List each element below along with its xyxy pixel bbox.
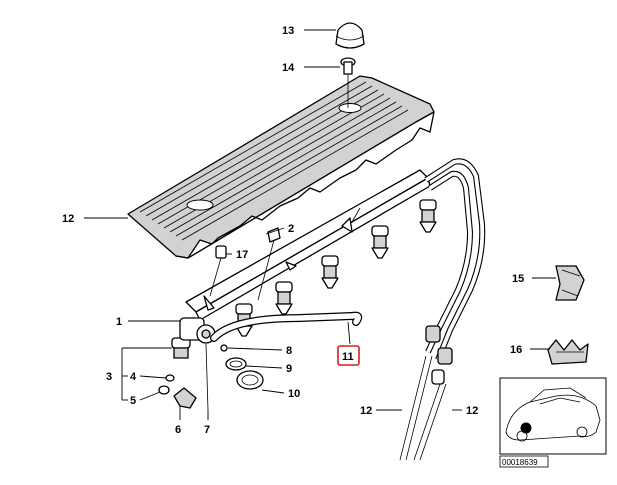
reference-number: 00018639 [502, 458, 538, 467]
fuel-lines [399, 158, 486, 461]
callout-4[interactable]: 4 [130, 371, 137, 383]
callout-17[interactable]: 16 [510, 344, 522, 356]
callout-11[interactable]: 11 [342, 351, 354, 363]
callout-15[interactable]: 14 [282, 62, 295, 74]
callout-3[interactable]: 3 [106, 371, 112, 383]
o-ring-lower [158, 385, 170, 395]
seal-ring-medium [225, 357, 247, 371]
engine-cover [127, 75, 435, 259]
callout-13[interactable]: 12 [62, 213, 74, 225]
callout-2[interactable]: 2 [288, 223, 294, 235]
callout-12-left[interactable]: 12 [360, 405, 372, 417]
hose-clip-17 [547, 339, 589, 365]
callout-labels: 13 14 12 2 17 1 3 4 5 6 7 8 9 10 11 12 1… [62, 25, 524, 436]
callout-10[interactable]: 10 [288, 388, 300, 400]
regulator-bracket [205, 343, 209, 411]
leader-lines [84, 29, 556, 420]
hose-clip-16 [555, 265, 585, 301]
callout-12-right[interactable]: 12 [466, 405, 478, 417]
seal-ring-large [236, 370, 264, 390]
vehicle-location-thumbnail: 00018639 [499, 377, 607, 468]
injector-clip [173, 387, 197, 409]
callout-11-highlight [337, 345, 360, 366]
mounting-bolt [257, 227, 281, 301]
o-ring-small [165, 374, 175, 382]
callout-7[interactable]: 7 [204, 424, 210, 436]
vacuum-hose [210, 311, 363, 342]
small-seal [220, 344, 228, 352]
callout-18[interactable]: 17 [236, 249, 248, 261]
oil-cap [335, 22, 365, 49]
nut [209, 245, 227, 297]
callout-8[interactable]: 8 [286, 345, 292, 357]
callout-14[interactable]: 13 [282, 25, 294, 37]
callout-9[interactable]: 9 [286, 363, 292, 375]
callout-16[interactable]: 15 [512, 273, 524, 285]
location-marker [520, 422, 532, 434]
callout-1[interactable]: 1 [116, 316, 122, 328]
callout-5[interactable]: 5 [130, 395, 136, 407]
callout-6[interactable]: 6 [175, 424, 181, 436]
cover-bolt [340, 57, 356, 108]
pressure-regulator [179, 317, 216, 344]
